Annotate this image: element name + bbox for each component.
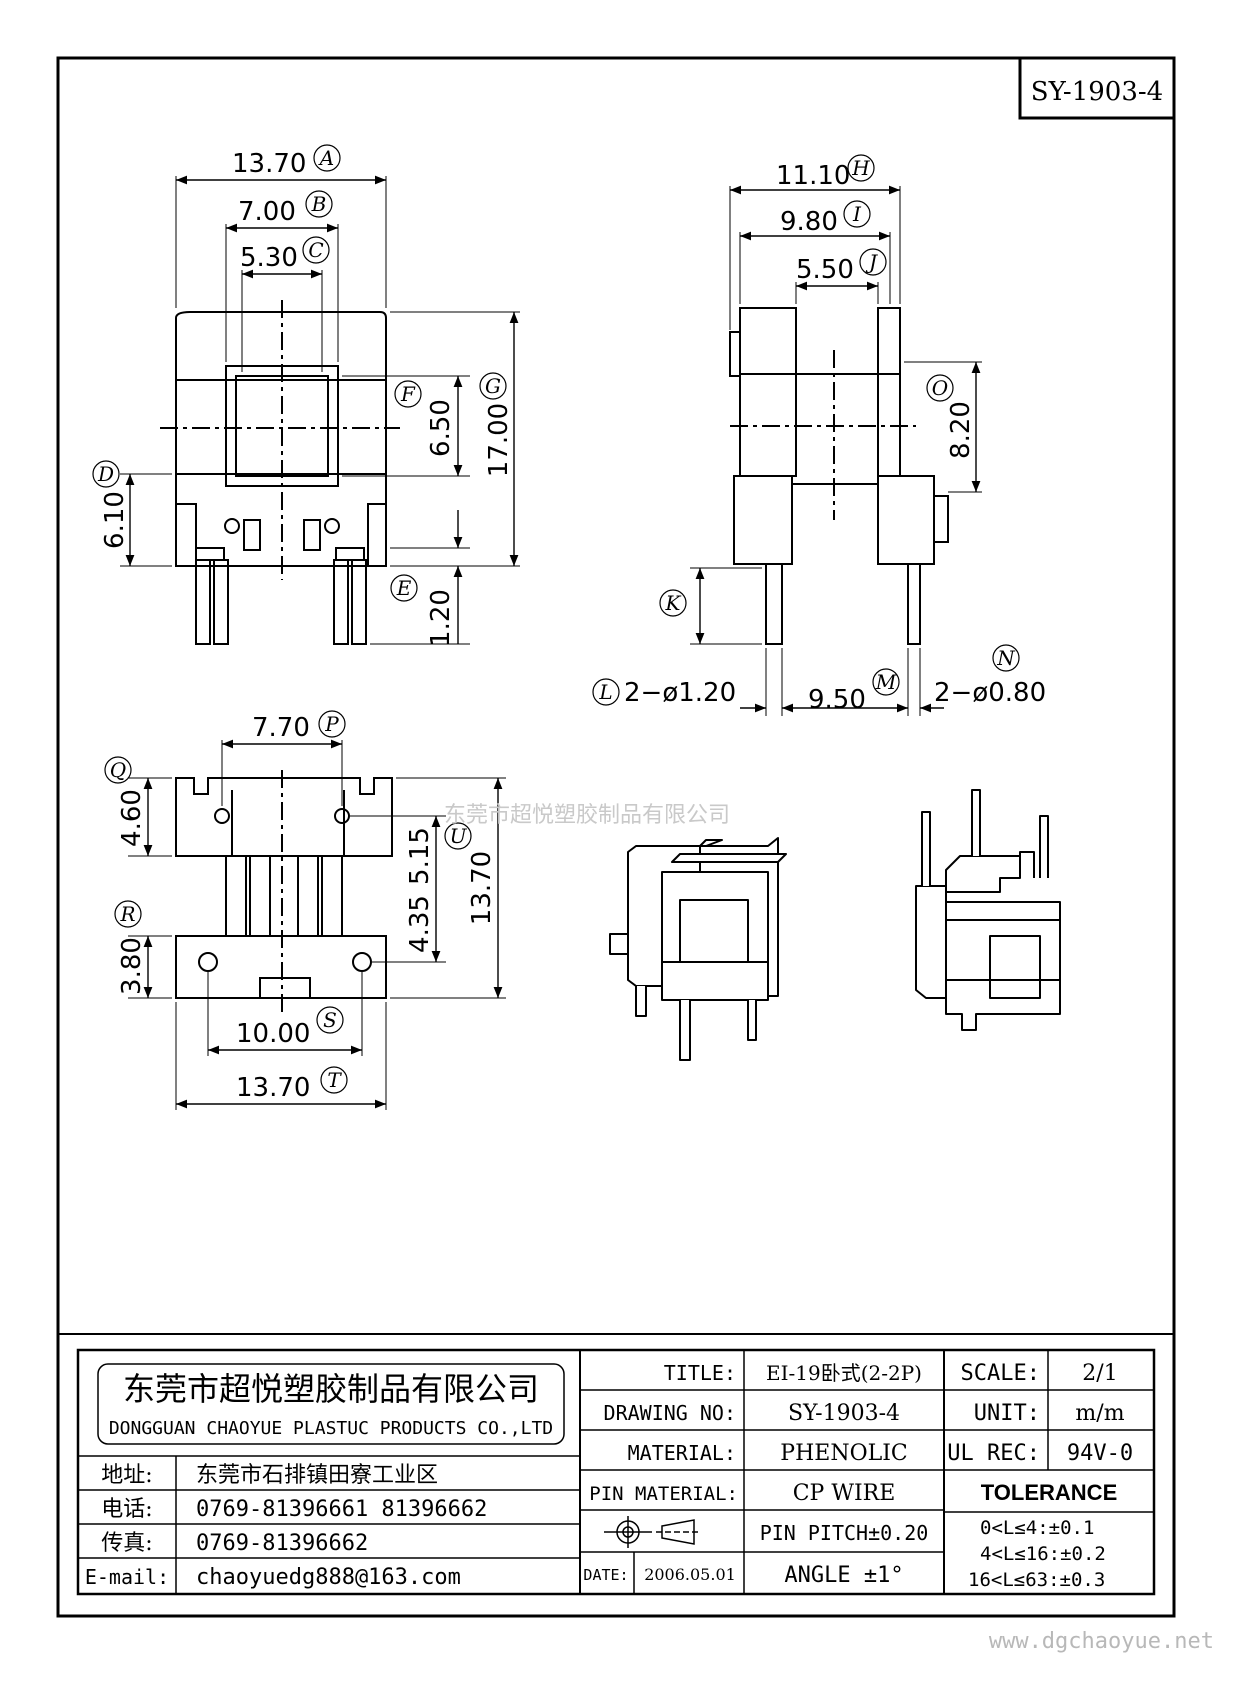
front-view-dimensions bbox=[125, 175, 519, 644]
bottom-view-labels: 7.70 P Q 4.60 R 3.80 5.15 4.35 U 13.70 1… bbox=[104, 710, 497, 1103]
dim-o-value: 8.20 bbox=[946, 401, 976, 459]
side-view bbox=[690, 186, 982, 716]
date-value: 2006.05.01 bbox=[644, 1565, 736, 1584]
dim-n-value: 2−ø0.80 bbox=[934, 678, 1046, 708]
label-e: E bbox=[396, 576, 412, 600]
phone-label: 电话: bbox=[101, 1497, 152, 1522]
dim-s-value: 10.00 bbox=[236, 1019, 310, 1049]
label-g: G bbox=[485, 374, 501, 398]
label-k: K bbox=[665, 591, 682, 615]
email-value: chaoyuedg888@163.com bbox=[196, 1565, 461, 1590]
dim-b-value: 7.00 bbox=[238, 197, 296, 227]
fax-value: 0769-81396662 bbox=[196, 1531, 368, 1556]
label-m: M bbox=[875, 670, 897, 694]
address-label: 地址: bbox=[101, 1463, 152, 1488]
dim-m-value: 9.50 bbox=[808, 685, 866, 715]
scale-value: 2/1 bbox=[1082, 1361, 1117, 1386]
front-view bbox=[120, 176, 520, 645]
drawing-no-label: DRAWING NO: bbox=[604, 1401, 736, 1425]
website-url: www.dgchaoyue.net bbox=[989, 1629, 1214, 1654]
projection-symbol-icon bbox=[604, 1516, 700, 1548]
dim-q-value: 4.60 bbox=[117, 789, 147, 847]
dim-h-value: 11.10 bbox=[776, 161, 850, 191]
watermark: 东莞市超悦塑胶制品有限公司 bbox=[444, 803, 730, 828]
label-c: C bbox=[308, 238, 323, 262]
dim-u3-value: 13.70 bbox=[467, 851, 497, 925]
dim-i-value: 9.80 bbox=[780, 207, 838, 237]
ul-rec-label: UL REC: bbox=[947, 1441, 1040, 1466]
label-o: O bbox=[932, 376, 948, 400]
email-label: E-mail: bbox=[85, 1565, 169, 1589]
tolerance-row-2: 4<L≤16:±0.2 bbox=[980, 1543, 1106, 1565]
date-label: DATE: bbox=[583, 1566, 628, 1584]
label-u: U bbox=[450, 824, 468, 848]
dim-f-value: 6.50 bbox=[426, 399, 456, 457]
drawing-border bbox=[56, 56, 1176, 1618]
label-p: P bbox=[324, 712, 339, 736]
title-block-text: 东莞市超悦塑胶制品有限公司 DONGGUAN CHAOYUE PLASTUC P… bbox=[85, 1361, 1133, 1591]
dim-r-value: 3.80 bbox=[117, 937, 147, 995]
front-view-labels: 13.70 A 7.00 B 5.30 C 17.00 G 6.50 F 6.1… bbox=[92, 144, 514, 647]
pin-pitch-value: PIN PITCH±0.20 bbox=[760, 1521, 929, 1545]
title-block bbox=[58, 1333, 1174, 1596]
dim-g-value: 17.00 bbox=[484, 403, 514, 477]
label-a: A bbox=[318, 146, 334, 170]
material-label: MATERIAL: bbox=[628, 1441, 736, 1465]
dim-p-value: 7.70 bbox=[252, 713, 310, 743]
label-l: L bbox=[598, 680, 612, 704]
company-name-cn: 东莞市超悦塑胶制品有限公司 bbox=[123, 1370, 539, 1408]
label-s: S bbox=[323, 1008, 337, 1032]
label-n: N bbox=[996, 646, 1016, 670]
pin-material-value: CP WIRE bbox=[793, 1481, 896, 1506]
label-t: T bbox=[327, 1068, 342, 1092]
dim-l-value: 2−ø1.20 bbox=[624, 678, 736, 708]
unit-label: UNIT: bbox=[974, 1401, 1040, 1426]
drawing-code-box: SY-1903-4 bbox=[1018, 56, 1176, 120]
title-label: TITLE: bbox=[664, 1361, 736, 1385]
dim-j-value: 5.50 bbox=[796, 255, 854, 285]
material-value: PHENOLIC bbox=[780, 1441, 907, 1466]
dim-u2-value: 4.35 bbox=[405, 895, 435, 953]
drawing-no-value: SY-1903-4 bbox=[788, 1401, 900, 1426]
dim-e-value: 1.20 bbox=[426, 589, 456, 647]
address-value: 东莞市石排镇田寮工业区 bbox=[196, 1463, 438, 1488]
label-j: J bbox=[865, 250, 878, 274]
company-name-en: DONGGUAN CHAOYUE PLASTUC PRODUCTS CO.,LT… bbox=[109, 1418, 553, 1439]
label-b: B bbox=[311, 192, 327, 216]
phone-value: 0769-81396661 81396662 bbox=[196, 1497, 487, 1522]
unit-value: m/m bbox=[1075, 1401, 1124, 1426]
title-value: EI-19卧式(2-2P) bbox=[766, 1361, 922, 1385]
tolerance-row-3: 16<L≤63:±0.3 bbox=[968, 1569, 1105, 1591]
drawing-code: SY-1903-4 bbox=[1031, 77, 1163, 107]
label-q: Q bbox=[110, 758, 126, 782]
label-h: H bbox=[851, 156, 870, 180]
isometric-view-right bbox=[915, 789, 1061, 1031]
tolerance-label: TOLERANCE bbox=[981, 1480, 1118, 1505]
angle-value: ANGLE ±1° bbox=[784, 1563, 903, 1588]
isometric-view-left bbox=[609, 837, 787, 1061]
label-d: D bbox=[97, 462, 114, 486]
scale-label: SCALE: bbox=[961, 1361, 1040, 1386]
dim-a-value: 13.70 bbox=[232, 149, 306, 179]
side-view-labels: 11.10 H 9.80 I 5.50 J 8.20 O K L 2−ø1.20… bbox=[592, 154, 1046, 715]
pin-material-label: PIN MATERIAL: bbox=[589, 1483, 738, 1505]
label-r: R bbox=[119, 902, 135, 926]
label-i: I bbox=[852, 202, 862, 226]
dim-c-value: 5.30 bbox=[240, 243, 298, 273]
dim-t-value: 13.70 bbox=[236, 1073, 310, 1103]
tolerance-row-1: 0<L≤4:±0.1 bbox=[980, 1517, 1094, 1539]
dim-u1-value: 5.15 bbox=[405, 827, 435, 885]
dim-d-value: 6.10 bbox=[100, 491, 130, 549]
side-view-dimensions bbox=[695, 185, 981, 713]
ul-rec-value: 94V-0 bbox=[1067, 1441, 1133, 1466]
fax-label: 传真: bbox=[101, 1531, 152, 1556]
bottom-view-dimensions bbox=[143, 739, 503, 1109]
bottom-view bbox=[128, 740, 506, 1110]
label-f: F bbox=[400, 382, 416, 406]
